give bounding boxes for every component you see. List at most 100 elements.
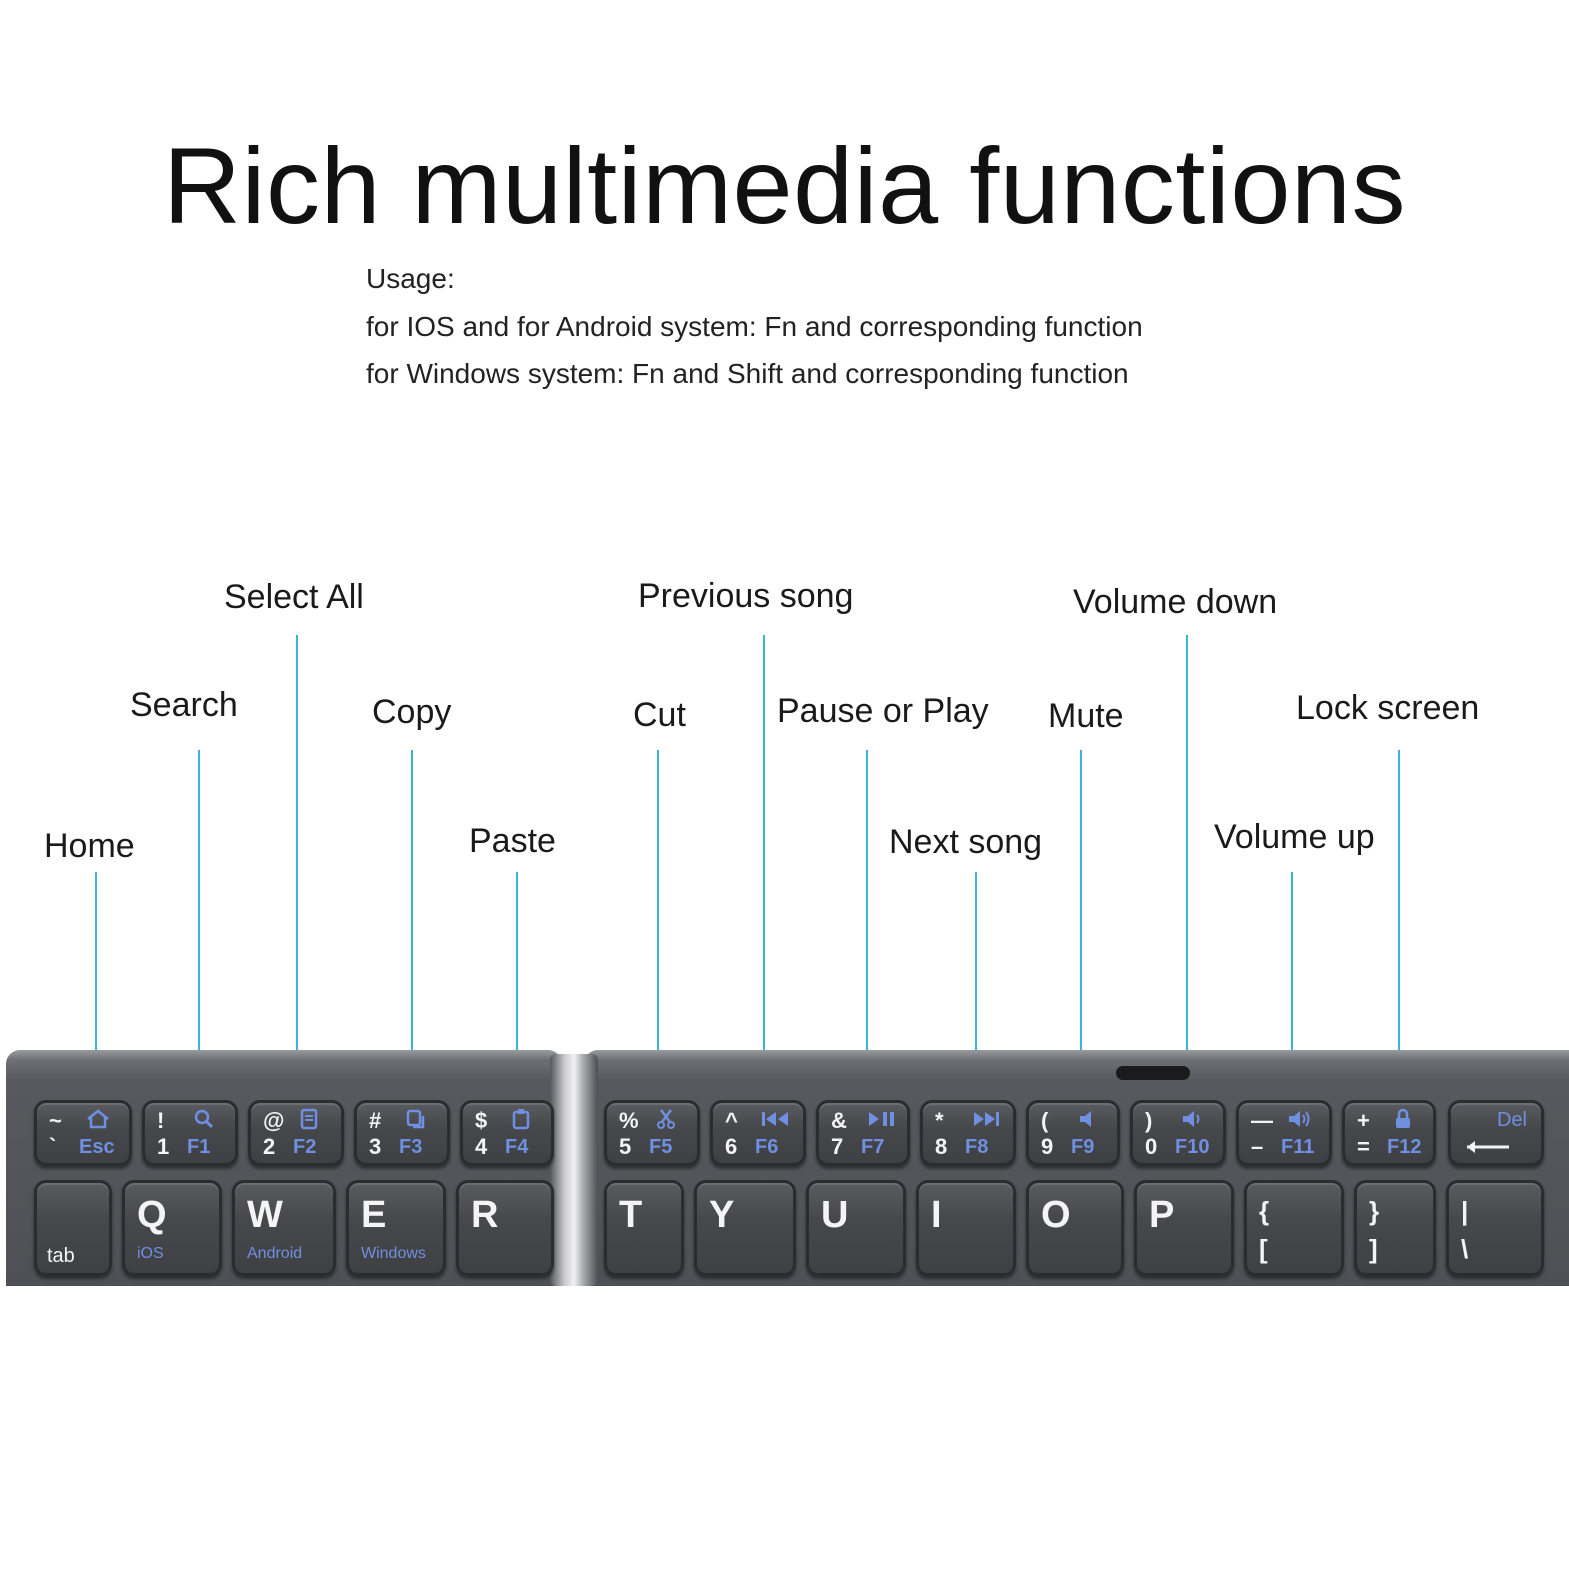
- key-u[interactable]: U: [806, 1180, 906, 1276]
- previous-track-icon: [761, 1108, 791, 1136]
- key-os-label: Windows: [361, 1245, 426, 1262]
- callout-copy: Copy: [372, 693, 452, 731]
- key-backslash[interactable]: | \: [1446, 1180, 1544, 1276]
- callout-lock-screen: Lock screen: [1296, 689, 1480, 727]
- key-3-copy[interactable]: # 3 F3: [354, 1100, 450, 1166]
- copy-icon: [405, 1108, 427, 1136]
- key-symbol-bottom: `: [49, 1134, 57, 1159]
- callout-paste: Paste: [469, 822, 556, 860]
- key-symbol-bottom: 0: [1145, 1134, 1158, 1159]
- leader-line-mute: [1080, 750, 1082, 1108]
- callout-volume-up: Volume up: [1214, 818, 1375, 856]
- key-delete[interactable]: Del: [1448, 1100, 1544, 1166]
- key-label: tab: [47, 1245, 75, 1267]
- key-symbol-top: ): [1145, 1108, 1153, 1133]
- leader-line-lock-screen: [1398, 750, 1400, 1108]
- key-q[interactable]: Q iOS: [122, 1180, 222, 1276]
- leader-line-next-song: [975, 872, 977, 1108]
- callout-previous-song: Previous song: [638, 577, 854, 615]
- key-equals-lock-screen[interactable]: + = F12: [1342, 1100, 1436, 1166]
- key-0-volume-down[interactable]: ) 0 F10: [1130, 1100, 1226, 1166]
- callout-mute: Mute: [1048, 697, 1124, 735]
- key-esc-home[interactable]: ~ ` Esc: [34, 1100, 132, 1166]
- key-e[interactable]: E Windows: [346, 1180, 446, 1276]
- key-fn-label: F10: [1175, 1136, 1210, 1158]
- usage-title: Usage:: [366, 263, 455, 294]
- key-fn-label: F1: [187, 1136, 211, 1158]
- key-label: U: [821, 1194, 849, 1236]
- scissors-icon: [655, 1108, 677, 1136]
- key-2-select-all[interactable]: @ 2 F2: [248, 1100, 344, 1166]
- key-fn-label: F8: [965, 1136, 989, 1158]
- key-left-bracket[interactable]: { [: [1244, 1180, 1344, 1276]
- key-fn-label: F12: [1387, 1136, 1422, 1158]
- key-symbol-bottom: 5: [619, 1134, 632, 1159]
- key-symbol-top: (: [1041, 1108, 1049, 1133]
- key-os-label: iOS: [137, 1245, 164, 1262]
- key-y[interactable]: Y: [694, 1180, 796, 1276]
- leader-line-volume-down: [1186, 635, 1188, 1108]
- key-symbol-top: !: [157, 1108, 165, 1133]
- key-1-search[interactable]: ! 1 F1: [142, 1100, 238, 1166]
- key-minus-volume-up[interactable]: — – F11: [1236, 1100, 1332, 1166]
- home-icon: [85, 1108, 111, 1136]
- key-label: W: [247, 1194, 283, 1236]
- leader-line-pause-play: [866, 750, 868, 1108]
- key-p[interactable]: P: [1134, 1180, 1234, 1276]
- search-icon: [193, 1108, 215, 1136]
- key-symbol-bottom: 4: [475, 1134, 488, 1159]
- key-fn-label: F5: [649, 1136, 673, 1158]
- key-t[interactable]: T: [604, 1180, 684, 1276]
- select-all-icon: [299, 1108, 319, 1136]
- key-fn-label: F2: [293, 1136, 317, 1158]
- key-r[interactable]: R: [456, 1180, 554, 1276]
- usage-line-ios-android: for IOS and for Android system: Fn and c…: [366, 311, 1143, 342]
- key-label: Q: [137, 1194, 167, 1236]
- backspace-arrow-icon: [1465, 1133, 1511, 1163]
- leader-line-search: [198, 750, 200, 1108]
- leader-line-select-all: [296, 635, 298, 1108]
- page-title: Rich multimedia functions: [162, 125, 1406, 246]
- key-symbol-bottom: 6: [725, 1134, 738, 1159]
- key-4-paste[interactable]: $ 4 F4: [460, 1100, 554, 1166]
- key-9-mute[interactable]: ( 9 F9: [1026, 1100, 1120, 1166]
- key-fn-label: F4: [505, 1136, 529, 1158]
- key-right-bracket[interactable]: } ]: [1354, 1180, 1436, 1276]
- key-8-next-song[interactable]: * 8 F8: [920, 1100, 1016, 1166]
- key-symbol-top: —: [1251, 1108, 1273, 1133]
- key-5-cut[interactable]: % 5 F5: [604, 1100, 700, 1166]
- callout-volume-down: Volume down: [1073, 583, 1278, 621]
- callout-cut: Cut: [633, 696, 686, 734]
- next-track-icon: [971, 1108, 1001, 1136]
- play-pause-icon: [867, 1108, 897, 1136]
- key-o[interactable]: O: [1026, 1180, 1124, 1276]
- mute-icon: [1077, 1108, 1099, 1136]
- key-w[interactable]: W Android: [232, 1180, 336, 1276]
- key-6-previous-song[interactable]: ^ 6 F6: [710, 1100, 806, 1166]
- key-symbol-top: #: [369, 1108, 382, 1133]
- callout-select-all: Select All: [224, 578, 364, 616]
- key-fn-label: F3: [399, 1136, 423, 1158]
- callout-home: Home: [44, 827, 135, 865]
- key-symbol-top: +: [1357, 1108, 1370, 1133]
- key-label: T: [619, 1194, 643, 1236]
- key-fn-label: Esc: [79, 1136, 115, 1158]
- volume-down-icon: [1181, 1108, 1205, 1136]
- key-7-pause-play[interactable]: & 7 F7: [816, 1100, 910, 1166]
- key-symbol-bottom: 2: [263, 1134, 276, 1159]
- leader-line-volume-up: [1291, 872, 1293, 1108]
- key-symbol-top: %: [619, 1108, 639, 1133]
- key-symbol-bottom: =: [1357, 1134, 1370, 1159]
- key-fn-label: F11: [1281, 1136, 1315, 1158]
- key-label: Y: [709, 1194, 735, 1236]
- callout-next-song: Next song: [889, 823, 1043, 861]
- leader-line-paste: [516, 872, 518, 1108]
- key-symbol-top: @: [263, 1108, 285, 1133]
- key-fn-label: F9: [1071, 1136, 1095, 1158]
- key-label: I: [931, 1194, 942, 1236]
- key-i[interactable]: I: [916, 1180, 1016, 1276]
- leader-line-copy: [411, 750, 413, 1108]
- leader-line-previous-song: [763, 635, 765, 1108]
- key-tab[interactable]: tab: [34, 1180, 112, 1276]
- key-label: R: [471, 1194, 499, 1236]
